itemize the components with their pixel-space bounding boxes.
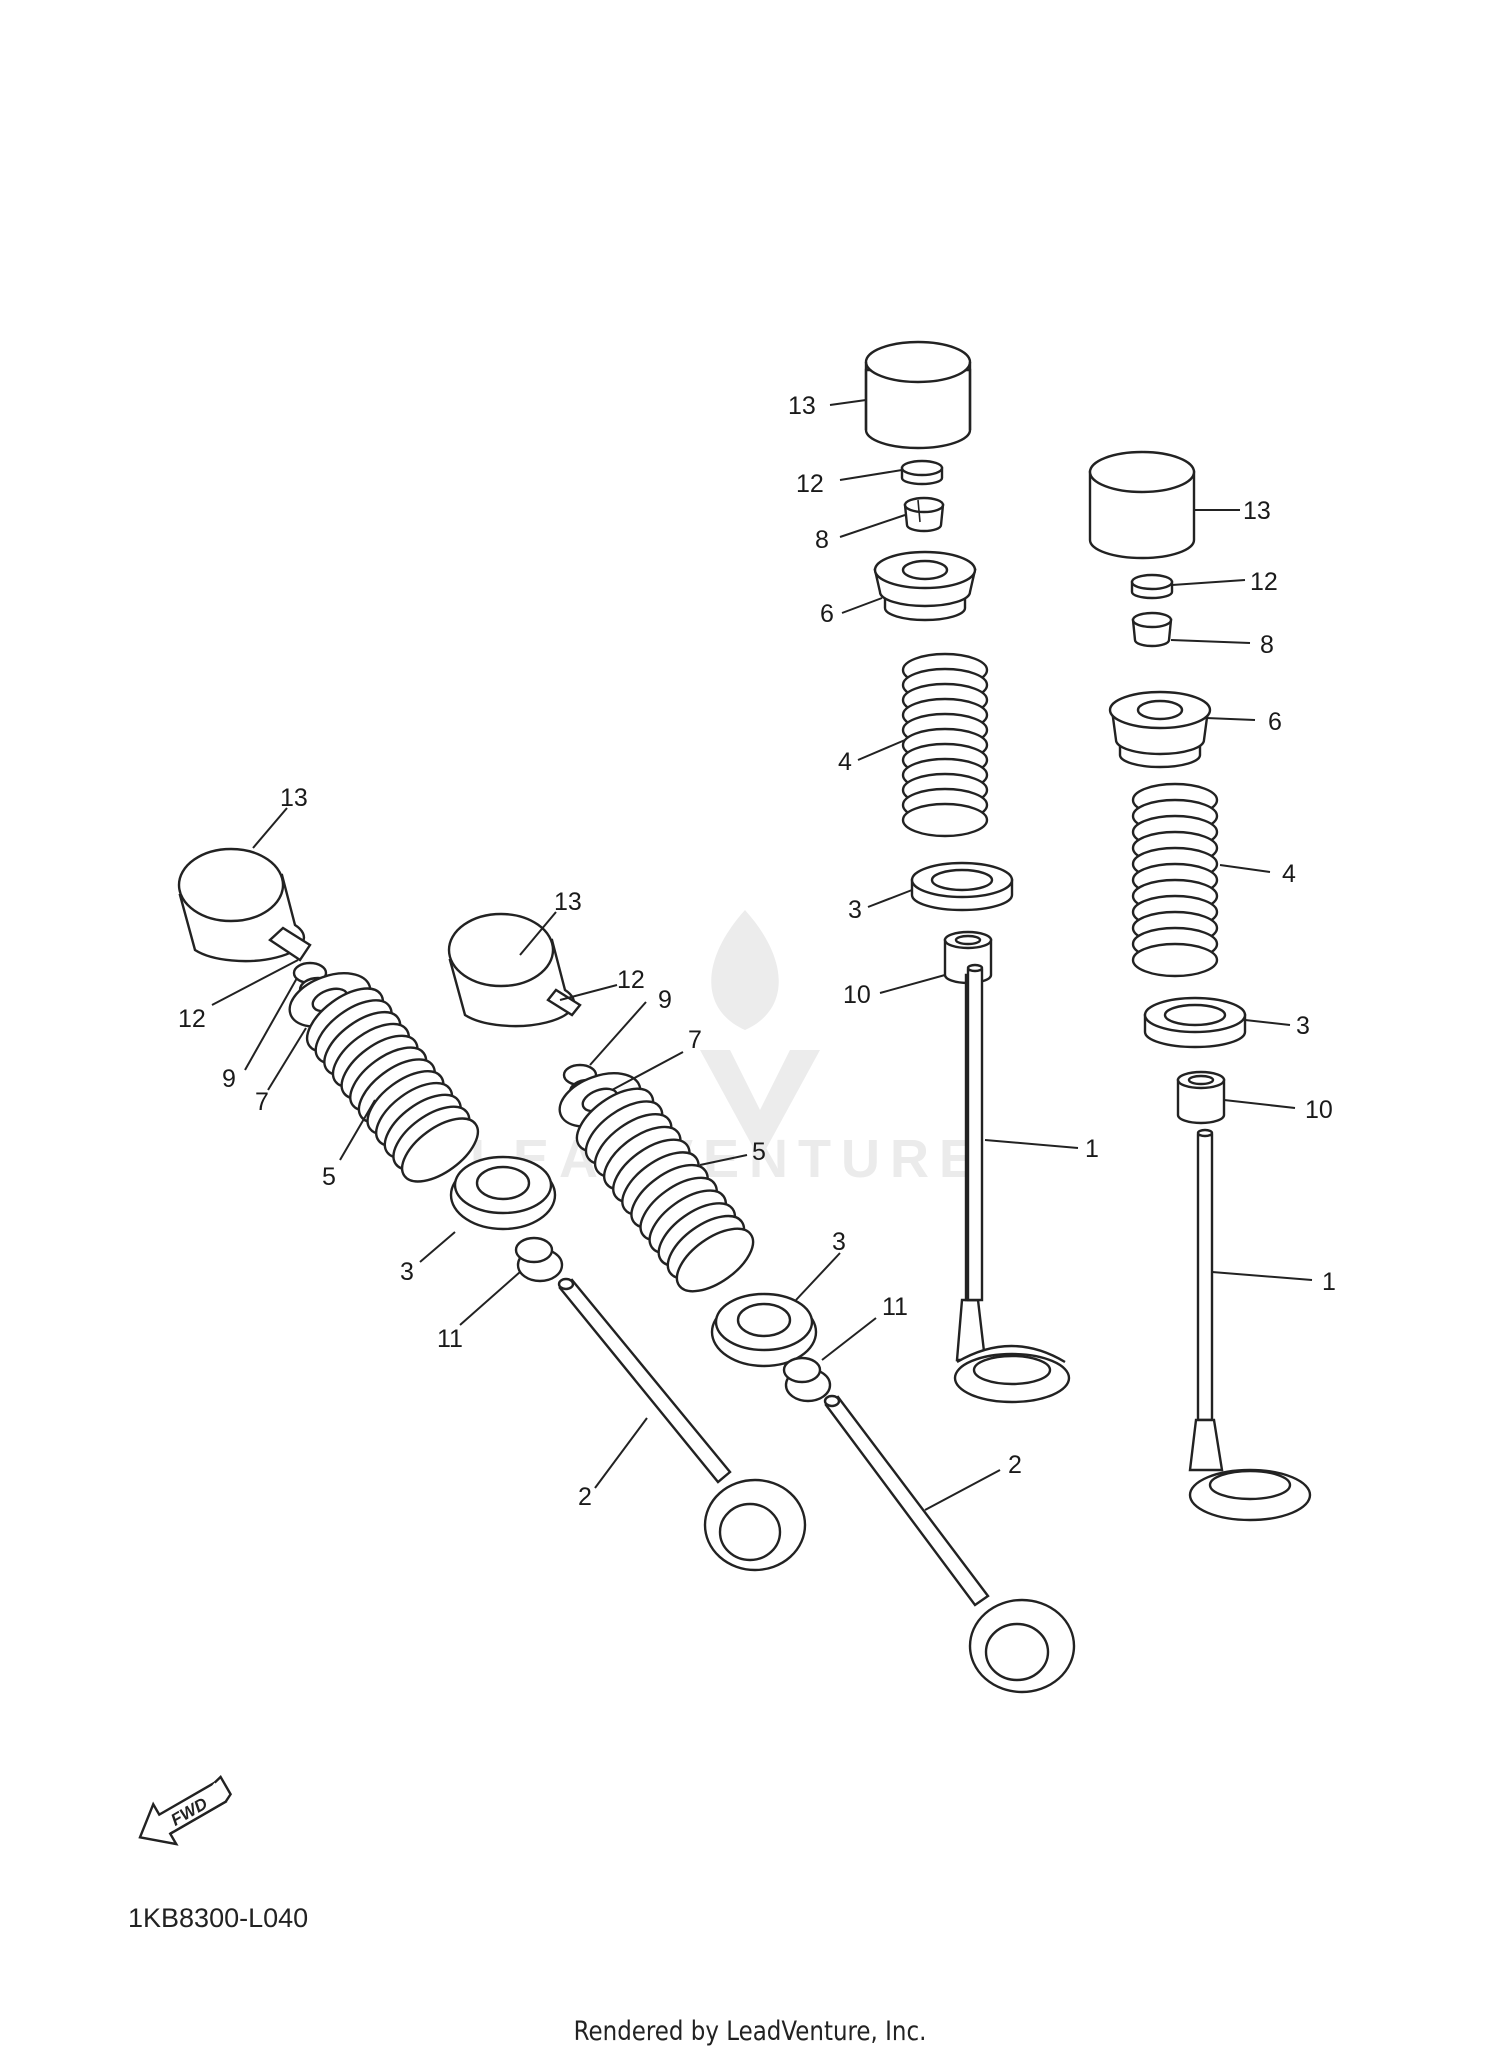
callout-12-a: 12 bbox=[796, 470, 824, 498]
valve-spring-5-c bbox=[305, 987, 480, 1183]
spring-coil bbox=[675, 1227, 755, 1293]
left-valve-group bbox=[177, 847, 807, 1572]
callout-3-c: 3 bbox=[400, 1258, 414, 1286]
valve-cotter-8-a bbox=[903, 496, 945, 533]
right-center-valve-group bbox=[864, 340, 1071, 1404]
spring-coil bbox=[400, 1117, 480, 1183]
render-credit: Rendered by LeadVenture, Inc. bbox=[573, 2016, 927, 2047]
callout-4-a: 4 bbox=[838, 748, 852, 776]
spring-coil bbox=[901, 802, 989, 838]
callout-labels: 13 12 8 6 4 3 10 1 13 12 8 6 4 3 10 1 13… bbox=[178, 392, 1336, 1511]
valve-cotter-8-b bbox=[1131, 611, 1173, 648]
fwd-arrow-icon: FWD bbox=[138, 1774, 233, 1846]
spring-seat-3-b bbox=[1143, 996, 1247, 1049]
spring-seat-3-a bbox=[910, 861, 1014, 912]
callout-6-a: 6 bbox=[820, 600, 834, 628]
callout-4-b: 4 bbox=[1282, 860, 1296, 888]
callout-7-d: 7 bbox=[688, 1026, 702, 1054]
callout-13-c: 13 bbox=[280, 784, 308, 812]
stem-seal-10-a bbox=[943, 930, 993, 985]
watermark-logo bbox=[700, 910, 820, 1160]
callout-2-d: 2 bbox=[1008, 1451, 1022, 1479]
intake-valve-1-a bbox=[953, 963, 1071, 1404]
valve-lifter-13-b bbox=[1088, 450, 1196, 560]
callout-3-b: 3 bbox=[1296, 1012, 1310, 1040]
callout-5-d: 5 bbox=[752, 1138, 766, 1166]
callout-6-b: 6 bbox=[1268, 708, 1282, 736]
diagram-code: 1KB8300-L040 bbox=[128, 1903, 309, 1933]
callout-13-d: 13 bbox=[554, 888, 582, 916]
callout-5-c: 5 bbox=[322, 1163, 336, 1191]
valve-spring-4-a bbox=[901, 652, 989, 838]
callout-3-a: 3 bbox=[848, 896, 862, 924]
callout-12-d: 12 bbox=[617, 966, 645, 994]
callout-7-c: 7 bbox=[255, 1088, 269, 1116]
callout-1-b: 1 bbox=[1322, 1268, 1336, 1296]
shim-12-a bbox=[900, 459, 944, 486]
stem-seal-10-b bbox=[1176, 1070, 1226, 1125]
callout-9-d: 9 bbox=[658, 986, 672, 1014]
center-valve-group bbox=[447, 912, 1076, 1694]
callout-12-b: 12 bbox=[1250, 568, 1278, 596]
exhaust-valve-2-d bbox=[823, 1394, 1076, 1694]
callout-10-a: 10 bbox=[843, 981, 871, 1009]
valve-spring-5-d bbox=[575, 1087, 755, 1293]
spring-seat-3-c bbox=[449, 1155, 557, 1231]
callout-11-d: 11 bbox=[882, 1293, 908, 1321]
stem-seal-11-c bbox=[514, 1236, 564, 1283]
valve-spring-4-b bbox=[1131, 782, 1219, 978]
valve-lifter-13-a bbox=[864, 340, 972, 450]
valve-lifter-13-c bbox=[177, 847, 312, 963]
shim-12-b bbox=[1130, 573, 1174, 600]
spring-retainer-6-a bbox=[873, 550, 977, 622]
callout-13-a: 13 bbox=[788, 392, 816, 420]
callout-1-a: 1 bbox=[1085, 1135, 1099, 1163]
callout-2-c: 2 bbox=[578, 1483, 592, 1511]
leader-lines bbox=[211, 399, 1313, 1511]
callout-8-a: 8 bbox=[815, 526, 829, 554]
callout-9-c: 9 bbox=[222, 1065, 236, 1093]
callout-3-d: 3 bbox=[832, 1228, 846, 1256]
valve-lifter-13-d bbox=[447, 912, 582, 1028]
spring-retainer-6-b bbox=[1108, 690, 1212, 769]
callout-12-c: 12 bbox=[178, 1005, 206, 1033]
spring-seat-3-d bbox=[710, 1292, 818, 1368]
intake-valve-1-b bbox=[1188, 1128, 1312, 1522]
exhaust-valve-2-c bbox=[557, 1277, 807, 1572]
stem-seal-11-d bbox=[782, 1356, 832, 1403]
callout-10-b: 10 bbox=[1305, 1096, 1333, 1124]
watermark-text: LEADVENTURE bbox=[470, 1129, 986, 1189]
callout-8-b: 8 bbox=[1260, 631, 1274, 659]
right-far-valve-group bbox=[1088, 450, 1312, 1522]
callout-11-c: 11 bbox=[437, 1325, 463, 1353]
callout-13-b: 13 bbox=[1243, 497, 1271, 525]
spring-coil bbox=[1131, 942, 1219, 978]
